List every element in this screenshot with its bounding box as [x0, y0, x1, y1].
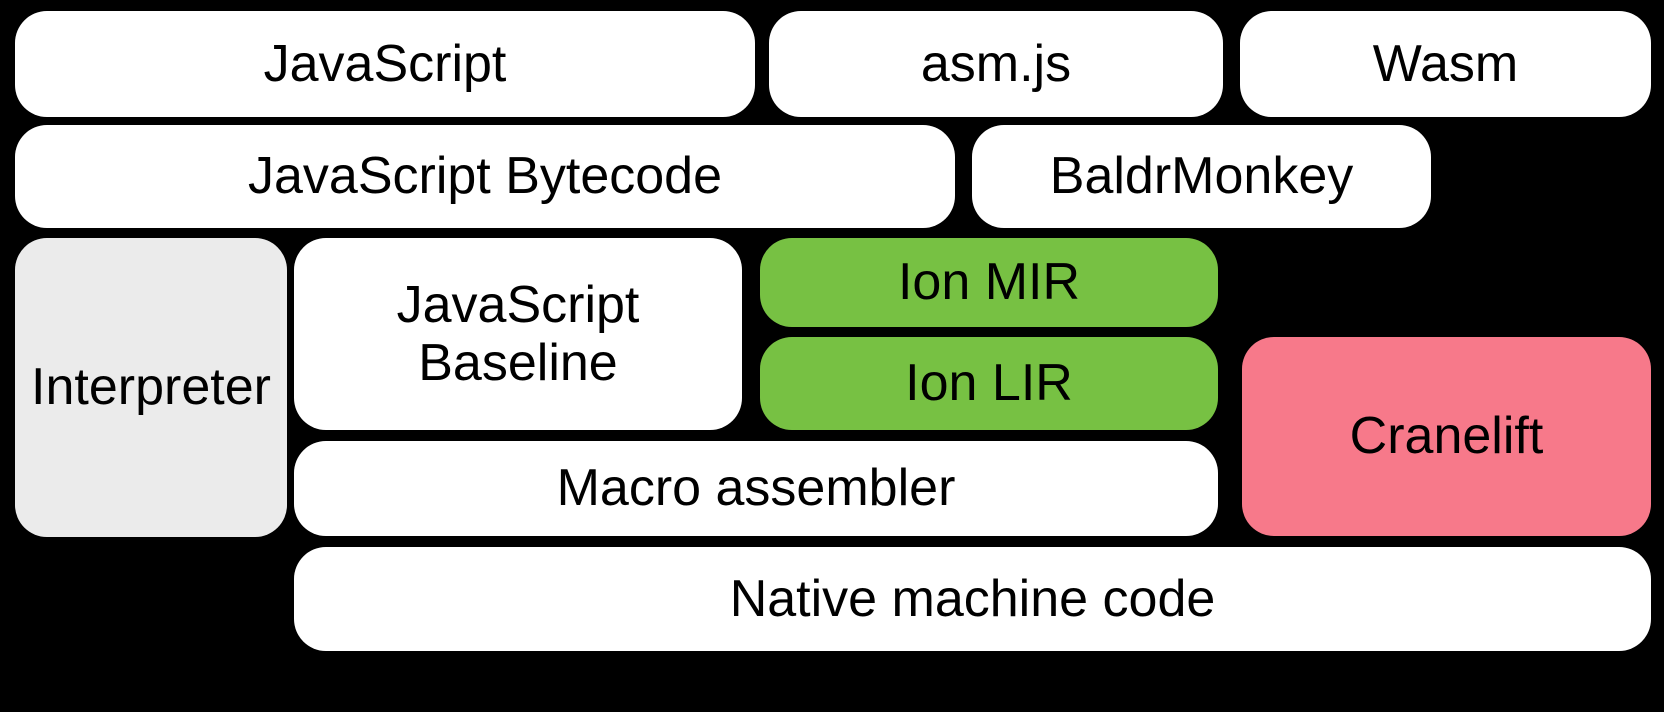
box-ion-mir-label: Ion MIR — [897, 253, 1081, 312]
box-native-machine-code-label: Native machine code — [729, 569, 1216, 628]
box-javascript-baseline: JavaScript Baseline — [294, 238, 742, 430]
box-macro-assembler: Macro assembler — [294, 441, 1218, 536]
box-ion-mir: Ion MIR — [760, 238, 1218, 327]
box-javascript-label: JavaScript — [263, 34, 507, 93]
box-javascript: JavaScript — [15, 11, 755, 117]
box-javascript-bytecode-label: JavaScript Bytecode — [247, 147, 723, 206]
box-ion-lir-label: Ion LIR — [905, 354, 1073, 413]
box-wasm: Wasm — [1240, 11, 1651, 117]
box-native-machine-code: Native machine code — [294, 547, 1651, 651]
box-wasm-label: Wasm — [1372, 34, 1519, 93]
box-baldrmonkey-label: BaldrMonkey — [1049, 147, 1354, 206]
box-baldrmonkey: BaldrMonkey — [972, 125, 1431, 228]
box-ion-lir: Ion LIR — [760, 337, 1218, 430]
box-cranelift: Cranelift — [1242, 337, 1651, 536]
box-macro-assembler-label: Macro assembler — [556, 459, 956, 518]
box-asmjs: asm.js — [769, 11, 1223, 117]
box-cranelift-label: Cranelift — [1349, 407, 1544, 466]
box-asmjs-label: asm.js — [920, 34, 1072, 93]
box-interpreter-label: Interpreter — [31, 358, 271, 417]
box-interpreter: Interpreter — [15, 238, 287, 537]
box-javascript-baseline-label: JavaScript Baseline — [396, 275, 640, 392]
box-javascript-bytecode: JavaScript Bytecode — [15, 125, 955, 228]
